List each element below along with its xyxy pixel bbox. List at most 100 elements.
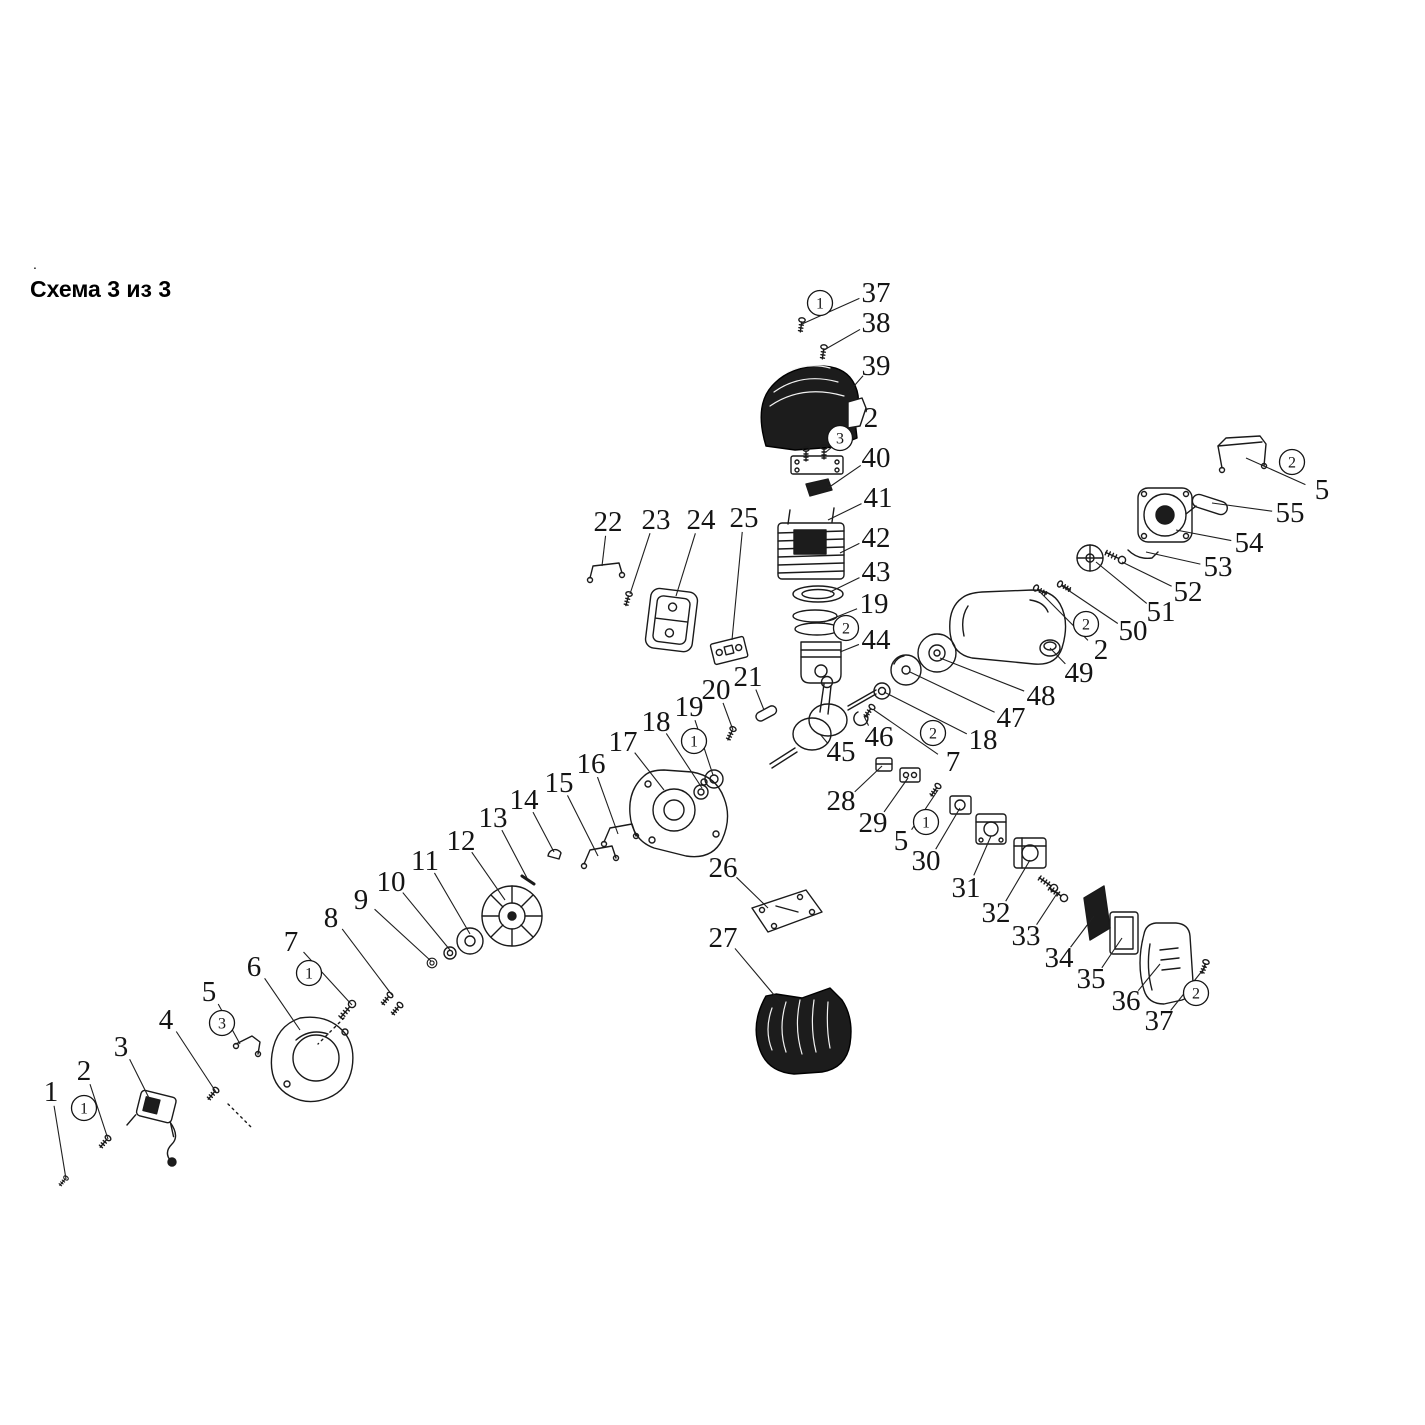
part-number-label: 1 — [44, 1076, 59, 1108]
flywheel-assembly — [317, 848, 562, 1045]
part-number-label: 11 — [411, 845, 439, 877]
cylinder-gasket-shape — [792, 585, 844, 603]
quantity-badge-circle — [832, 614, 860, 642]
quantity-badge-circle — [70, 1094, 98, 1122]
clutch-drum-shape — [917, 633, 957, 673]
part-number-label: 44 — [862, 624, 892, 656]
quantity-badge-number: 3 — [218, 1016, 226, 1033]
clutch-assembly — [861, 633, 957, 783]
part-number-label: 7 — [946, 746, 961, 778]
part-number-label: 52 — [1174, 576, 1203, 608]
quantity-badge-number: 1 — [690, 734, 698, 751]
part-number-label: 19 — [675, 691, 704, 723]
leader-line — [823, 608, 858, 623]
part-number-label: 19 — [860, 588, 889, 620]
part-number-label: 6 — [247, 951, 262, 983]
crank-web-shape — [808, 703, 848, 737]
quantity-badge-number: 3 — [836, 431, 844, 448]
part-number-label: 4 — [159, 1004, 174, 1036]
part-number-label: 51 — [1147, 596, 1176, 628]
leader-line — [731, 531, 743, 641]
leader-line — [471, 851, 506, 901]
starter-grip-shape — [1191, 493, 1228, 516]
leader-line — [755, 689, 765, 711]
leader-line — [341, 928, 393, 996]
leader-line — [1245, 457, 1306, 486]
part-number-label: 5 — [894, 825, 909, 857]
leader-line — [909, 671, 995, 713]
leader-line — [1101, 937, 1123, 969]
part-number-label: 36 — [1112, 985, 1141, 1017]
part-number-label: 2 — [77, 1055, 92, 1087]
part-number-label: 22 — [594, 506, 623, 538]
fan-cover-assembly — [57, 1016, 354, 1188]
starter-housing-shape — [1137, 487, 1193, 543]
part-number-label: 37 — [862, 277, 891, 309]
leader-line — [1061, 585, 1119, 624]
quantity-badge-circle — [295, 959, 323, 987]
quantity-badge-circle — [806, 289, 834, 317]
part-number-label: 20 — [702, 674, 731, 706]
part-number-label: 18 — [969, 724, 998, 756]
leader-line — [873, 709, 939, 755]
leader-line — [736, 876, 769, 909]
leader-line — [601, 535, 607, 567]
part-number-label: 29 — [859, 807, 888, 839]
part-number-label: 5 — [1315, 474, 1330, 506]
leader-line — [374, 908, 432, 962]
part-number-label: 43 — [862, 556, 891, 588]
part-number-label: 30 — [912, 845, 941, 877]
clutch-shape — [890, 654, 922, 686]
crankcase-shape — [629, 769, 729, 858]
leader-line — [883, 691, 968, 735]
part-number-label: 14 — [510, 784, 540, 816]
leader-line — [1070, 915, 1095, 948]
part-number-label: 8 — [324, 902, 339, 934]
part-number-label: 12 — [447, 825, 476, 857]
part-number-label: 53 — [1204, 551, 1233, 583]
fuel-tank-assembly — [949, 579, 1073, 665]
ignition-coil-shape — [135, 1089, 177, 1124]
part-number-label: 28 — [827, 785, 856, 817]
part-number-label: 3 — [114, 1031, 129, 1063]
fuel-tank-shape — [949, 589, 1067, 665]
quantity-badge-circle — [208, 1009, 236, 1037]
quantity-badge-number: 1 — [80, 1101, 88, 1118]
leader-line — [734, 948, 781, 1003]
bottom-cover-assembly — [751, 889, 852, 1075]
part-number-label: 37 — [1145, 1005, 1174, 1037]
leader-line — [675, 533, 696, 597]
leader-line — [1095, 561, 1148, 604]
part-number-label: 17 — [609, 726, 638, 758]
quantity-badge-number: 1 — [305, 966, 313, 983]
quantity-badge-circle — [1278, 448, 1306, 476]
leader-line — [827, 464, 862, 489]
part-number-label: 38 — [862, 307, 891, 339]
part-number-label: 2 — [864, 402, 879, 434]
part-number-label: 23 — [642, 504, 671, 536]
quantity-badge-circle — [1182, 979, 1210, 1007]
part-number-label: 42 — [862, 522, 891, 554]
quantity-badge-circle — [826, 424, 854, 452]
leader-line — [827, 503, 862, 521]
leader-line — [264, 977, 301, 1031]
insulator-block-shape — [805, 478, 833, 497]
part-number-label: 13 — [479, 802, 508, 834]
leader-line — [801, 297, 860, 325]
air-filter-assembly — [1083, 885, 1211, 1005]
part-number-label: 7 — [284, 926, 299, 958]
pin-shape — [520, 874, 536, 886]
leader-line — [1211, 502, 1273, 512]
part-number-label: 46 — [865, 721, 894, 753]
quantity-badge-number: 2 — [842, 621, 850, 638]
leader-line — [1121, 561, 1172, 587]
wrist-pin-shape — [755, 705, 778, 722]
leader-line — [839, 542, 860, 554]
page-title: Схема 3 из 3 — [30, 276, 172, 302]
piston-ring-shape — [792, 609, 838, 623]
part-number-label: 32 — [982, 897, 1011, 929]
quantity-badge-number: 1 — [816, 296, 824, 313]
leader-line — [935, 807, 961, 850]
